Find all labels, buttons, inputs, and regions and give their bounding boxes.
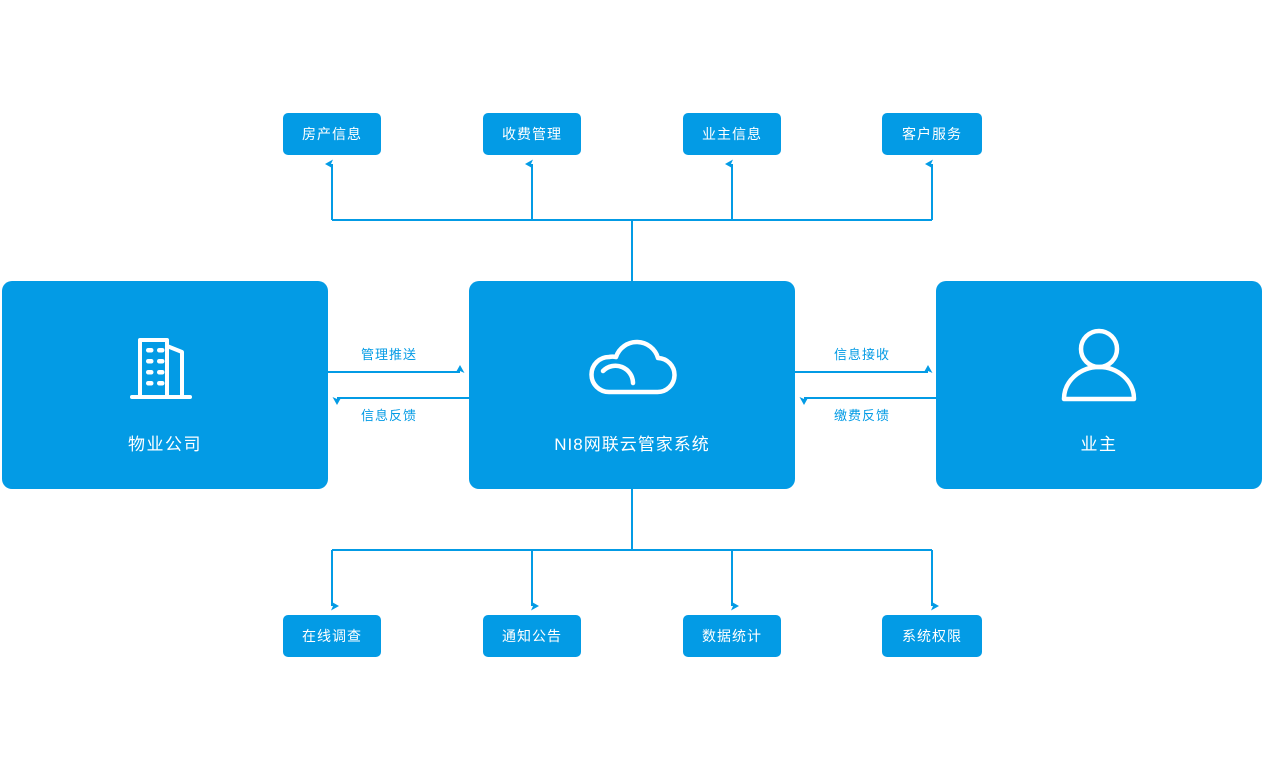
edge-label-info-receive: 信息接收: [834, 347, 891, 362]
user-icon: [1053, 322, 1145, 414]
node-bottom-module-2[interactable]: 数据统计: [683, 615, 781, 657]
edge-label-pay-feedback: 缴费反馈: [834, 408, 891, 423]
cloud-icon: [579, 322, 685, 414]
node-owner[interactable]: 业主: [936, 281, 1262, 489]
edge-label-manage-push: 管理推送: [361, 347, 418, 362]
node-top-module-1-label: 收费管理: [502, 126, 562, 142]
node-bottom-module-2-label: 数据统计: [702, 628, 762, 644]
node-label-cloud-system: NI8网联云管家系统: [554, 434, 710, 454]
node-label-property-company: 物业公司: [128, 434, 202, 454]
node-top-module-0[interactable]: 房产信息: [283, 113, 381, 155]
node-cloud-system[interactable]: NI8网联云管家系统: [469, 281, 795, 489]
node-top-module-2-label: 业主信息: [702, 126, 762, 142]
node-property-company[interactable]: 物业公司: [2, 281, 328, 489]
node-bottom-module-3-label: 系统权限: [902, 628, 962, 644]
node-top-module-0-label: 房产信息: [302, 126, 362, 142]
node-bottom-module-0-label: 在线调查: [302, 628, 362, 644]
node-label-owner: 业主: [1080, 434, 1118, 454]
node-bottom-module-3[interactable]: 系统权限: [882, 615, 982, 657]
node-bottom-module-1-label: 通知公告: [502, 628, 562, 644]
node-top-module-1[interactable]: 收费管理: [483, 113, 581, 155]
node-top-module-2[interactable]: 业主信息: [683, 113, 781, 155]
node-bottom-module-0[interactable]: 在线调查: [283, 615, 381, 657]
node-top-module-3[interactable]: 客户服务: [882, 113, 982, 155]
edge-label-info-feedback: 信息反馈: [361, 408, 418, 423]
node-bottom-module-1[interactable]: 通知公告: [483, 615, 581, 657]
building-icon: [120, 322, 210, 414]
node-top-module-3-label: 客户服务: [902, 126, 962, 142]
